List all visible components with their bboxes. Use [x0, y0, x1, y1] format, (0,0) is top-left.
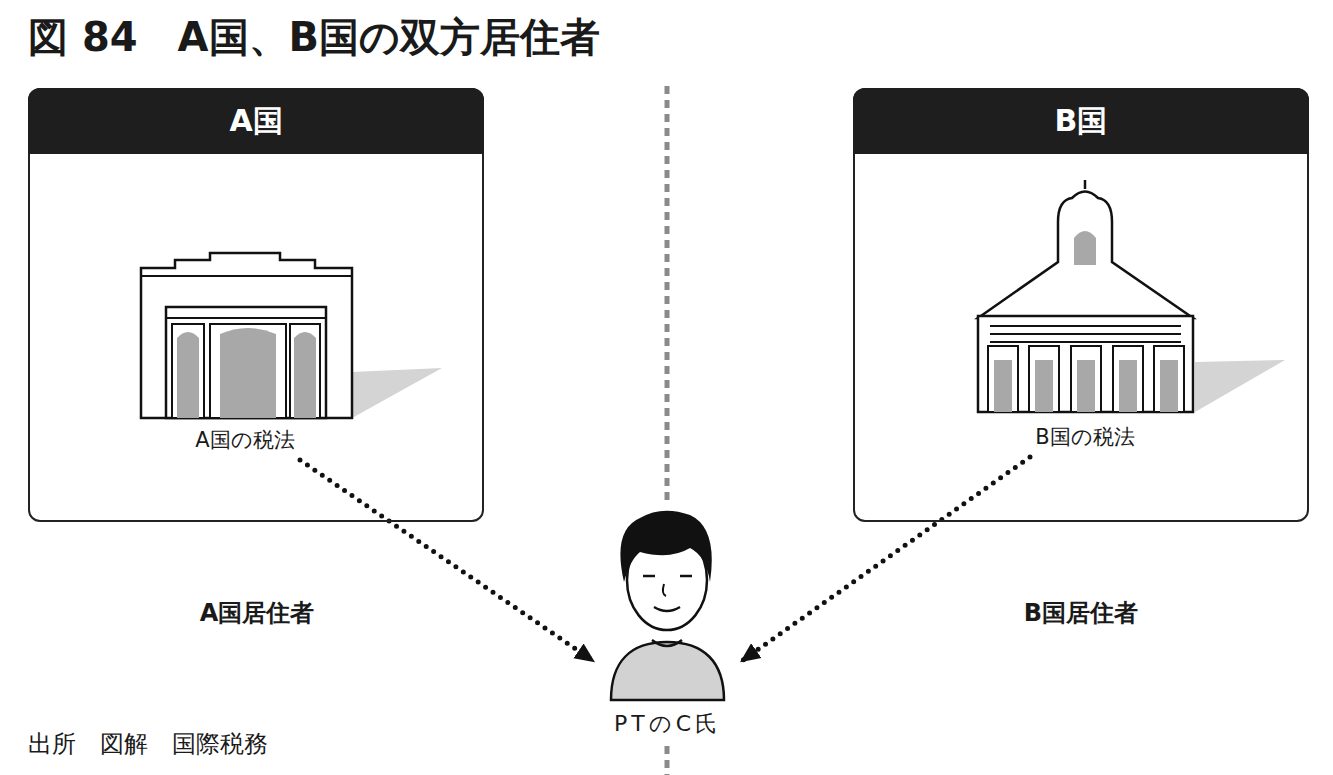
- building-a: [141, 253, 442, 418]
- country-panel: A国 A国の税法: [28, 88, 484, 522]
- tax-law-label: B国の税法: [1035, 423, 1134, 451]
- panel-header: B国: [853, 88, 1309, 154]
- divider-line: [665, 746, 670, 775]
- tax-law-label: A国の税法: [195, 426, 294, 454]
- country-panel: B国 B国の税法: [853, 88, 1309, 522]
- person-figure: [611, 511, 724, 700]
- person-name: PTのC氏: [614, 709, 721, 739]
- residence-label: A国居住者: [200, 597, 315, 629]
- panel-heading: A国: [229, 101, 282, 142]
- residence-label: B国居住者: [1024, 597, 1138, 629]
- panel-header: A国: [28, 88, 484, 154]
- dotted-arrow: [300, 460, 595, 662]
- person-node: PTのC氏: [595, 505, 740, 745]
- source-caption: 出所 図解 国際税務: [28, 728, 268, 760]
- tax-law-building: B国の税法: [965, 180, 1205, 457]
- building-b: [978, 180, 1285, 412]
- tax-law-building: A国の税法: [130, 248, 360, 460]
- divider-line: [665, 86, 670, 503]
- dotted-arrow: [740, 457, 1030, 662]
- figure-title: 図 84 A国、B国の双方居住者: [28, 10, 600, 65]
- panel-heading: B国: [1055, 101, 1108, 142]
